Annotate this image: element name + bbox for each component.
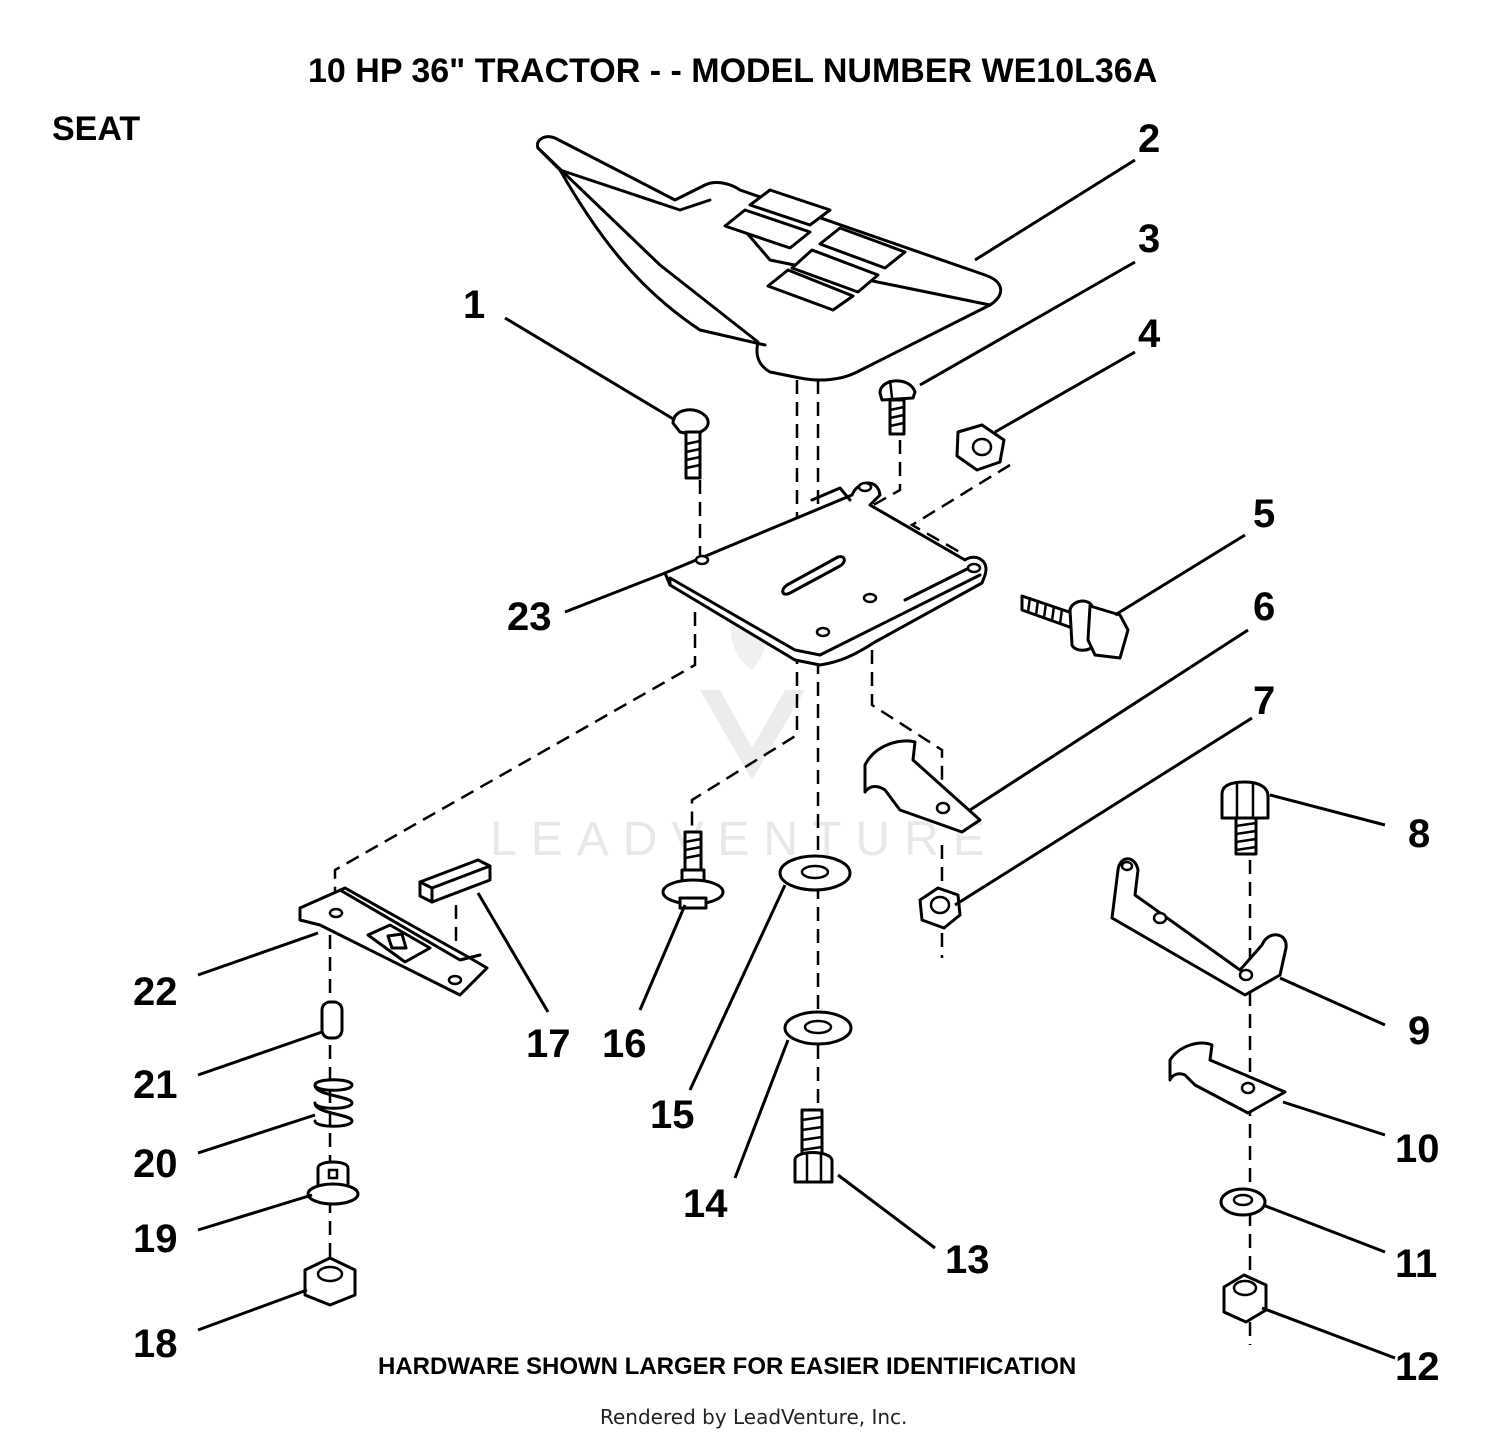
seat-part [535, 135, 1003, 382]
credit-line: Rendered by LeadVenture, Inc. [600, 1405, 907, 1429]
spring-part [313, 1078, 354, 1128]
callout-18: 18 [133, 1322, 178, 1366]
lock-nut-part [918, 886, 962, 930]
hex-nut-part [955, 423, 1006, 472]
callout-2: 2 [1138, 117, 1160, 161]
callout-23: 23 [507, 595, 552, 639]
u-bracket-part [1110, 857, 1288, 997]
section-label: SEAT [52, 110, 140, 148]
page-title: 10 HP 36" TRACTOR - - MODEL NUMBER WE10L… [308, 52, 1157, 90]
callout-22: 22 [133, 970, 178, 1014]
callout-7: 7 [1253, 679, 1275, 723]
callout-17: 17 [526, 1022, 571, 1066]
lock-washer-part [783, 1010, 853, 1046]
latch-plate-part [298, 886, 489, 997]
callout-21: 21 [133, 1063, 178, 1107]
seat-pan-part [663, 481, 988, 667]
flat-washer-part [778, 854, 852, 892]
seat-pads [723, 188, 907, 312]
callout-6: 6 [1253, 585, 1275, 629]
hex-bolt-part [1020, 594, 1130, 660]
callout-labels: 1 2 3 4 5 6 7 8 9 10 11 12 13 14 15 16 1… [133, 117, 1440, 1389]
callout-1: 1 [463, 283, 485, 327]
watermark: LEADVENTURE [490, 590, 999, 866]
callout-14: 14 [683, 1182, 728, 1226]
callout-9: 9 [1408, 1009, 1430, 1053]
callout-8: 8 [1408, 812, 1430, 856]
shoulder-bolt-part [661, 830, 725, 910]
round-head-screw-part [878, 379, 917, 436]
watermark-text: LEADVENTURE [490, 813, 999, 866]
pad-block-part [418, 858, 492, 904]
clip-part [863, 739, 982, 834]
callout-20: 20 [133, 1142, 178, 1186]
hex-bolt-medium-part [793, 1108, 834, 1184]
callout-16: 16 [602, 1022, 647, 1066]
callout-13: 13 [945, 1238, 990, 1282]
hex-bolt-large-part [1220, 780, 1270, 856]
pin-part [320, 1000, 344, 1040]
callout-19: 19 [133, 1217, 178, 1261]
leader-lines [197, 158, 1396, 1360]
clip-small-part [1168, 1041, 1287, 1115]
callout-12: 12 [1395, 1345, 1440, 1389]
flange-nut-part [306, 1160, 360, 1206]
carriage-bolt-part [671, 408, 710, 480]
washer-part [1219, 1187, 1267, 1217]
callout-4: 4 [1138, 312, 1161, 356]
callout-10: 10 [1395, 1127, 1440, 1171]
callout-5: 5 [1253, 492, 1275, 536]
lock-nut-large-part [1222, 1273, 1268, 1324]
flange-nut-large-part [303, 1256, 357, 1307]
callout-3: 3 [1138, 217, 1160, 261]
callout-15: 15 [650, 1093, 695, 1137]
assembly-lines [328, 380, 1252, 1345]
hardware-note: HARDWARE SHOWN LARGER FOR EASIER IDENTIF… [378, 1353, 1076, 1380]
callout-11: 11 [1395, 1242, 1437, 1286]
